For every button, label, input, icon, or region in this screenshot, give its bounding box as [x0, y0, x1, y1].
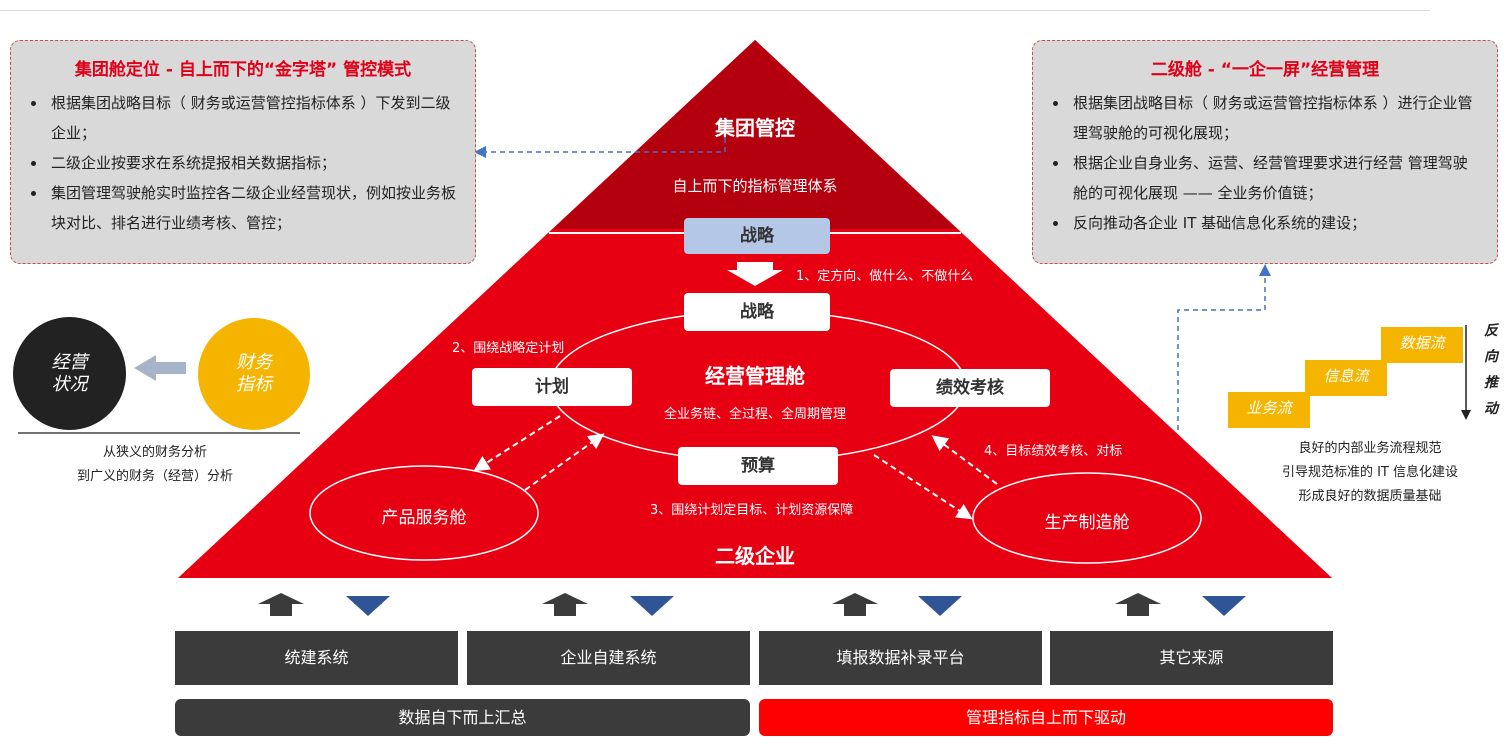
financial-indicator-label: 财务 指标: [236, 352, 272, 395]
center-subtitle: 全业务链、全过程、全周期管理: [663, 407, 846, 422]
product-cabin-ellipse: [309, 465, 539, 561]
list-item: 根据企业自身业务、运营、经营管理要求进行经营 管理驾驶舱的可视化展现 —— 全业…: [1069, 148, 1481, 208]
left-caption: 从狭义的财务分析 到广义的财务（经营）分析: [10, 441, 300, 489]
down-arrow-white: [727, 262, 783, 286]
right-callout: 二级舱 - “一企一屏”经营管理 根据集团战略目标（ 财务或运营管控指标体系 ）…: [1032, 40, 1498, 264]
production-cabin-label: 生产制造舱: [1044, 513, 1130, 533]
strategy-top-box: 战略: [684, 218, 830, 254]
group-control-subtitle: 自上而下的指标管理体系: [672, 177, 838, 195]
step2-label: 2、围绕战略定计划: [452, 341, 565, 356]
step1-label: 1、定方向、做什么、不做什么: [796, 269, 974, 284]
business-status-circle: 经营 状况: [13, 317, 126, 430]
step4-label: 4、目标绩效考核、对标: [984, 444, 1123, 459]
system-box: 填报数据补录平台: [759, 631, 1042, 685]
left-callout-list: 根据集团战略目标（ 财务或运营管控指标体系 ）下发到二级企业； 二级企业按要求在…: [27, 88, 459, 238]
arrow-plan-to-product: [473, 415, 561, 472]
budget-box: 预算: [678, 447, 838, 485]
gray-left-arrow: [134, 355, 186, 381]
step3-label: 3、围绕计划定目标、计划资源保障: [650, 503, 854, 518]
list-item: 根据集团战略目标（ 财务或运营管控指标体系 ）进行企业管理驾驶舱的可视化展现；: [1069, 88, 1481, 148]
reverse-push-label: 反向推动: [1484, 323, 1498, 417]
step-info-flow: 信息流: [1305, 360, 1387, 396]
list-item: 二级企业按要求在系统提报相关数据指标；: [47, 148, 459, 178]
connector-right-callout: [1177, 264, 1271, 430]
bottom-bar-left: 数据自下而上汇总: [175, 699, 750, 736]
arrow-budget-to-production: [873, 454, 973, 520]
production-cabin-ellipse: [972, 472, 1202, 564]
arrow-production-to-performance: [931, 435, 998, 485]
group-control-title: 集团管控: [715, 116, 795, 140]
arrow-product-to-plan: [524, 433, 605, 491]
product-cabin-label: 产品服务舱: [381, 508, 467, 528]
pyramid-top-cap: [553, 40, 957, 229]
financial-indicator-circle: 财务 指标: [198, 318, 310, 430]
list-item: 集团管理驾驶舱实时监控各二级企业经营现状，例如按业务板块对比、排名进行业绩考核、…: [47, 178, 459, 238]
system-box: 统建系统: [175, 631, 458, 685]
right-caption-line1: 良好的内部业务流程规范: [1298, 441, 1442, 456]
left-caption-line2: 到广义的财务（经营）分析: [76, 469, 233, 484]
performance-box: 绩效考核: [890, 369, 1050, 407]
left-callout: 集团舱定位 - 自上而下的“金字塔” 管控模式 根据集团战略目标（ 财务或运营管…: [10, 40, 476, 264]
reverse-push-arrowhead: [1461, 410, 1471, 420]
right-caption: 良好的内部业务流程规范 引导规范标准的 IT 信息化建设 形成良好的数据质量基础: [1240, 437, 1500, 509]
left-caption-line1: 从狭义的财务分析: [102, 445, 207, 460]
right-callout-list: 根据集团战略目标（ 财务或运营管控指标体系 ）进行企业管理驾驶舱的可视化展现； …: [1049, 88, 1481, 238]
plan-box: 计划: [472, 368, 632, 406]
step-data-flow: 数据流: [1381, 327, 1463, 363]
right-caption-line3: 形成良好的数据质量基础: [1298, 489, 1442, 504]
system-box: 其它来源: [1050, 631, 1333, 685]
step-business-flow: 业务流: [1228, 392, 1310, 428]
right-callout-title: 二级舱 - “一企一屏”经营管理: [1150, 60, 1380, 80]
list-item: 反向推动各企业 IT 基础信息化系统的建设；: [1069, 208, 1481, 238]
secondary-enterprise-title: 二级企业: [715, 544, 795, 568]
center-title: 经营管理舱: [705, 364, 805, 388]
top-divider: [0, 10, 1430, 11]
system-arrows: [258, 593, 1246, 616]
system-box: 企业自建系统: [467, 631, 750, 685]
bottom-bar-right: 管理指标自上而下驱动: [759, 699, 1333, 736]
list-item: 根据集团战略目标（ 财务或运营管控指标体系 ）下发到二级企业；: [47, 88, 459, 148]
left-callout-title: 集团舱定位 - 自上而下的“金字塔” 管控模式: [74, 60, 412, 80]
business-status-label: 经营 状况: [51, 351, 88, 395]
connector-left-callout: [474, 138, 726, 158]
strategy-box: 战略: [684, 293, 830, 331]
right-caption-line2: 引导规范标准的 IT 信息化建设: [1281, 465, 1459, 480]
